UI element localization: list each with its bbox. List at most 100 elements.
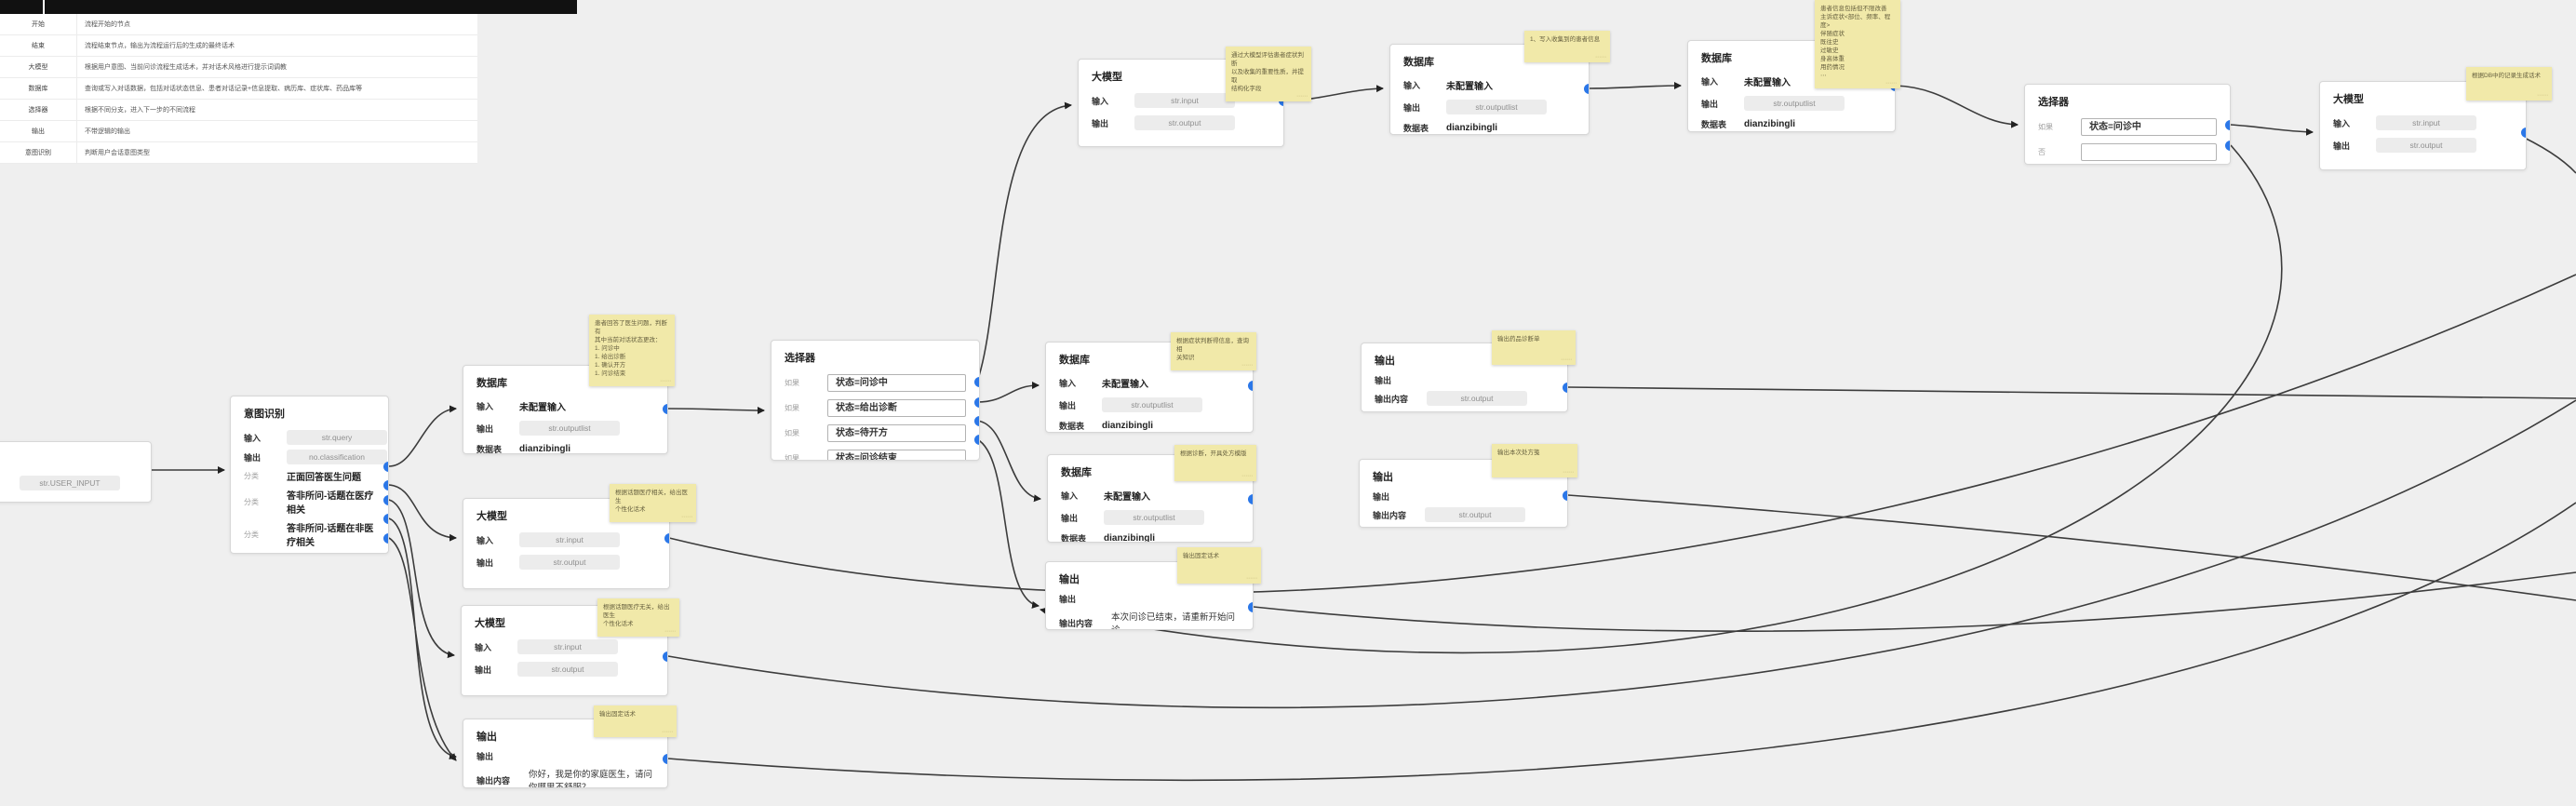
field-row: 输出 <box>476 750 654 762</box>
field-label: 输出 <box>244 452 262 463</box>
output-port[interactable] <box>1248 494 1253 504</box>
sticky-note-s2[interactable]: 通过大模型评估患者症状判断以及收集的重要性质，并提取结构化字段⋯⋯ <box>1226 47 1311 101</box>
legend-node-desc: 流程结束节点，输出为流程运行后的生成的最终话术 <box>76 34 477 57</box>
field-row: 分类正面回答医生问题 <box>244 469 375 483</box>
output-port[interactable] <box>383 495 388 505</box>
condition-input[interactable]: 状态=给出诊断 <box>827 399 966 417</box>
field-label: 输入 <box>476 535 494 545</box>
node-selector-b[interactable]: 选择器如果状态=问诊中否 <box>2024 84 2231 165</box>
node-title: 输出 <box>1375 356 1395 367</box>
node-selector-a[interactable]: 选择器如果状态=问诊中如果状态=给出诊断如果状态=待开方如果状态=问诊结束 <box>771 340 980 461</box>
field-row: 分类答非所问-话题在医疗相关 <box>244 488 375 516</box>
field-value-pill: str.outputlist <box>1744 96 1845 111</box>
field-label: 数据表 <box>1403 124 1429 133</box>
sticky-note-s7[interactable]: 输出药品诊断单⋯⋯ <box>1492 330 1576 365</box>
legend-node-desc: 不带逻辑的输出 <box>76 120 477 142</box>
field-label: 输出内容 <box>1059 618 1093 628</box>
output-port[interactable] <box>1248 381 1253 391</box>
output-port[interactable] <box>663 754 667 764</box>
sticky-note-s13[interactable]: 输出固定话术 ⋯⋯ <box>594 705 677 737</box>
field-label: 如果 <box>785 404 799 412</box>
output-port[interactable] <box>664 533 669 544</box>
sticky-signature: ⋯⋯ <box>1563 470 1574 476</box>
condition-input[interactable]: 状态=问诊中 <box>827 374 966 392</box>
edge-20 <box>1567 386 2576 399</box>
output-port[interactable] <box>2225 141 2230 151</box>
condition-input[interactable]: 状态=问诊中 <box>2081 118 2217 136</box>
output-port[interactable] <box>974 397 979 408</box>
field-label: 输出 <box>1092 118 1109 128</box>
output-port[interactable] <box>383 480 388 490</box>
edge-1 <box>388 405 457 467</box>
legend-node-desc: 根据不同分支，进入下一步的不同流程 <box>76 99 477 121</box>
output-port[interactable] <box>383 514 388 524</box>
output-port[interactable] <box>1584 84 1589 94</box>
output-port[interactable] <box>1563 383 1567 393</box>
legend-row: 开始流程开始的节点 <box>0 14 477 35</box>
edge-18 <box>667 502 2576 782</box>
sticky-signature: ⋯⋯ <box>1296 94 1308 100</box>
field-label: 输入 <box>476 402 494 411</box>
legend-row: 选择器根据不同分支，进入下一步的不同流程 <box>0 99 477 121</box>
output-port[interactable] <box>974 416 979 426</box>
legend-row: 数据库查询或写入对话数据，包括对话状态信息、患者对话记录+信息提取、病历库、症状… <box>0 77 477 100</box>
output-port[interactable] <box>383 462 388 472</box>
node-title: 输出 <box>476 732 497 743</box>
sticky-text-line: 输出药品诊断单 <box>1497 336 1540 343</box>
field-label: 输入 <box>1059 379 1077 388</box>
field-value-pill: str.input <box>2376 115 2476 130</box>
node-title: 选择器 <box>2038 97 2069 108</box>
field-row: 如果状态=问诊中 <box>2038 118 2217 136</box>
sticky-note-s4[interactable]: 患者信息包括但不限改善主诉症状<部位、频率、程度>伴随症状既往史过敏史身高体重用… <box>1815 0 1900 88</box>
output-port[interactable] <box>663 652 667 662</box>
field-value: dianzibingli <box>1744 119 1795 129</box>
sticky-note-s9[interactable]: 输出本次处方笺⋯⋯ <box>1492 444 1577 477</box>
output-port[interactable] <box>2521 128 2526 138</box>
field-label: 数据表 <box>476 445 503 454</box>
sticky-note-s11[interactable]: 根据话题医疗相关，给出医生个性化话术⋯⋯ <box>610 484 696 522</box>
field-row: 如果状态=待开方 <box>785 424 966 442</box>
edge-14 <box>2230 124 2314 136</box>
sticky-note-s12[interactable]: 根据话题医疗无关，给出医生个性化话术⋯⋯ <box>597 598 679 637</box>
node-start[interactable]: 开始输入str.USER_INPUT <box>0 441 152 503</box>
sticky-note-s10[interactable]: 输出固定话术⋯⋯ <box>1177 547 1261 584</box>
legend-node-desc: 判断用户会话意图类型 <box>76 141 477 164</box>
condition-input[interactable]: 状态=待开方 <box>827 424 966 442</box>
sticky-signature: ⋯⋯ <box>662 730 673 735</box>
node-title: 大模型 <box>2333 94 2364 105</box>
sticky-note-s6[interactable]: 根据症状判断得信息，查询相关知识⋯⋯ <box>1171 332 1256 370</box>
field-value: 未配置输入 <box>1446 82 1493 92</box>
output-port[interactable] <box>2225 120 2230 130</box>
sticky-text-line: ⋯ <box>1820 73 1827 79</box>
sticky-note-s8[interactable]: 根据诊断，开具处方模版⋯⋯ <box>1174 445 1256 481</box>
output-port[interactable] <box>974 435 979 445</box>
output-port[interactable] <box>1563 490 1567 501</box>
sticky-note-s5[interactable]: 根据DB中的记录生成话术⋯⋯ <box>2466 67 2552 101</box>
sticky-text-line: 主诉症状<部位、频率、程度> <box>1820 14 1891 29</box>
condition-input[interactable] <box>2081 143 2217 161</box>
output-port[interactable] <box>383 533 388 544</box>
output-port[interactable] <box>1248 602 1253 612</box>
sticky-text-line: 1. 确认开方 <box>595 362 626 369</box>
sticky-note-s3[interactable]: 1、写入收集到的患者信息⋯⋯ <box>1524 31 1610 62</box>
condition-input[interactable]: 状态=问诊结束 <box>827 450 966 460</box>
sticky-text-line: 输出固定话术 <box>599 711 636 718</box>
field-value: 未配置输入 <box>1744 78 1791 88</box>
field-row: 输入未配置输入 <box>1701 74 1882 88</box>
output-port[interactable] <box>663 404 667 414</box>
output-port[interactable] <box>974 377 979 387</box>
edge-6 <box>667 406 765 414</box>
